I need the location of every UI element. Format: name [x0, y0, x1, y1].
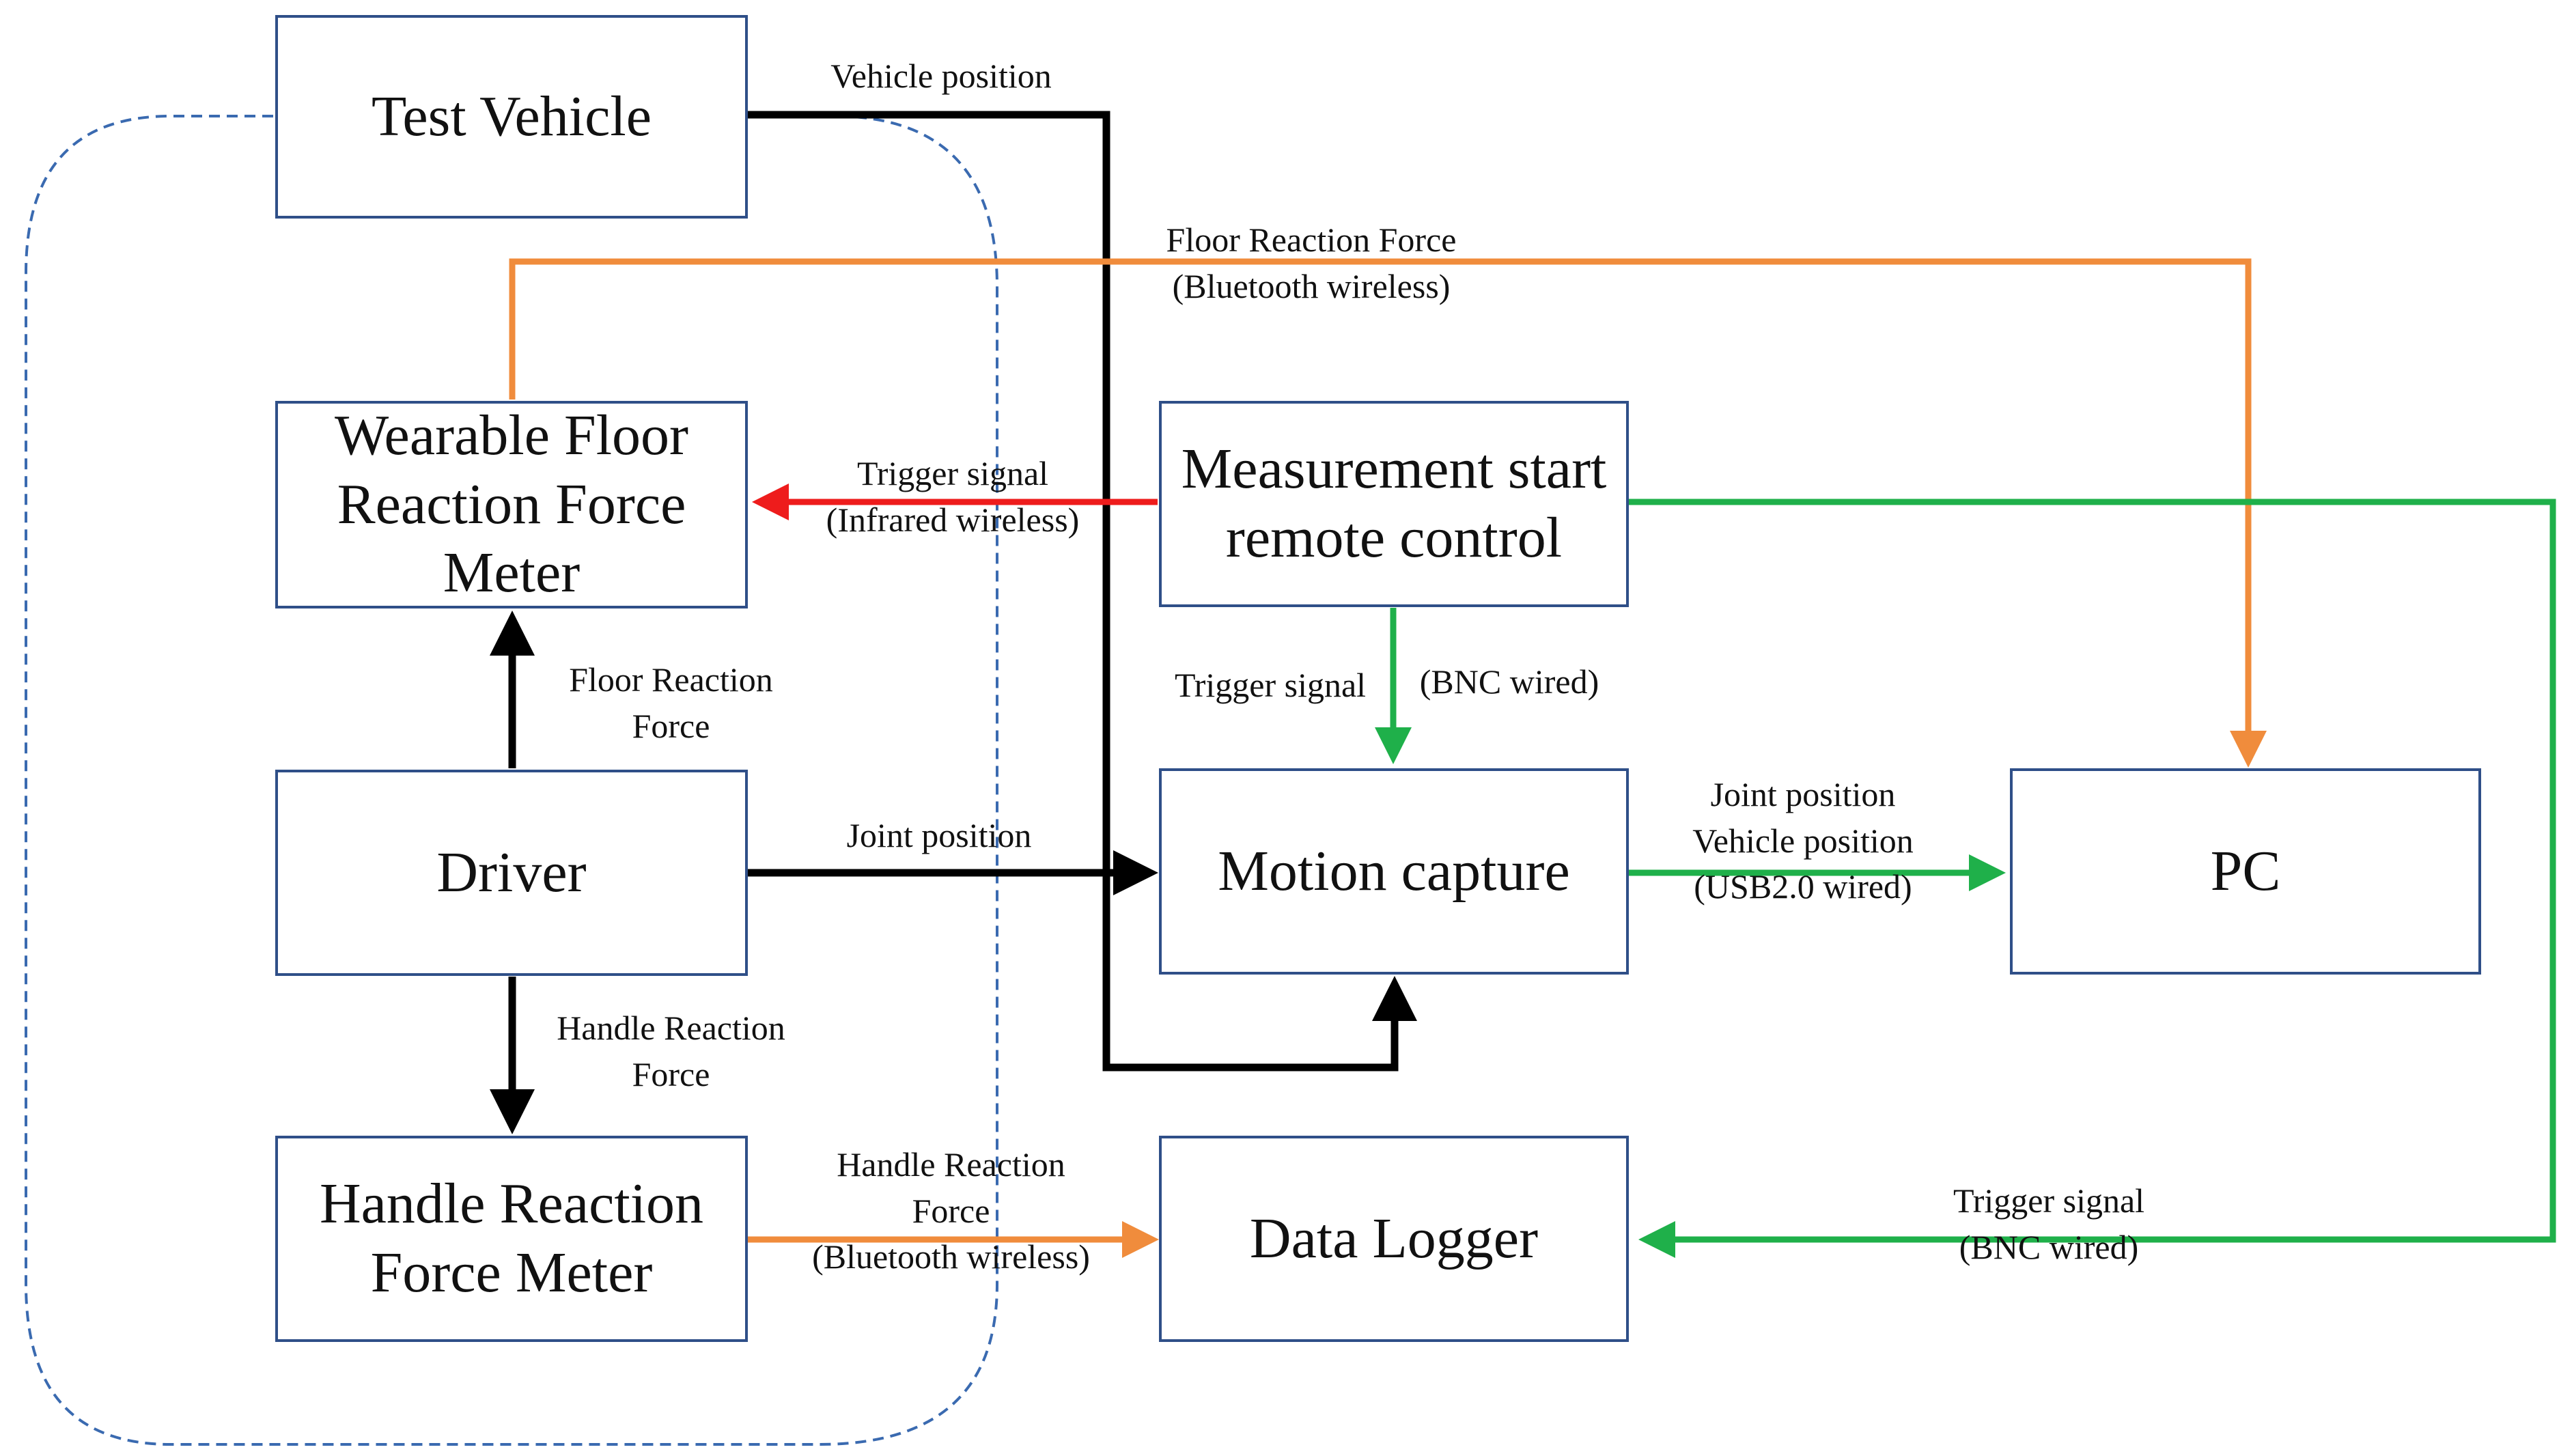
floor-force-up-label: Floor Reaction Force	[569, 660, 773, 745]
trigger-logger-label: Trigger signal (BNC wired)	[1953, 1181, 2145, 1266]
test-vehicle-label: Test Vehicle	[371, 84, 652, 148]
motion-capture-label: Motion capture	[1218, 839, 1570, 903]
handle-force-bluetooth-label: Handle Reaction Force (Bluetooth wireles…	[812, 1145, 1090, 1276]
trigger-infrared-label: Trigger signal (Infrared wireless)	[826, 454, 1080, 539]
pc-label: PC	[2210, 839, 2281, 903]
handle-meter-label: Handle Reaction Force Meter	[319, 1172, 704, 1304]
wearable-meter-box: Wearable Floor Reaction Force Meter	[275, 401, 748, 608]
floor-force-bluetooth-label: Floor Reaction Force (Bluetooth wireless…	[1166, 221, 1457, 305]
remote-control-label: Measurement start remote control	[1181, 437, 1607, 570]
driver-box: Driver	[275, 770, 748, 976]
handle-meter-box: Handle Reaction Force Meter	[275, 1136, 748, 1342]
arrow-trigger-logger	[1629, 499, 2556, 1258]
bnc-wired-right-label: (BNC wired)	[1419, 662, 1599, 701]
handle-force-down-label: Handle Reaction Force	[557, 1009, 785, 1093]
arrow-vehicle-position	[748, 111, 1417, 1072]
mc-to-pc-label: Joint position Vehicle position (USB2.0 …	[1692, 775, 1914, 906]
remote-control-box: Measurement start remote control	[1159, 401, 1629, 607]
data-logger-box: Data Logger	[1159, 1136, 1629, 1342]
pc-box: PC	[2010, 768, 2481, 975]
data-logger-label: Data Logger	[1249, 1206, 1539, 1270]
wearable-meter-label: Wearable Floor Reaction Force Meter	[334, 403, 689, 605]
test-vehicle-box: Test Vehicle	[275, 15, 748, 219]
joint-position-label: Joint position	[846, 816, 1032, 854]
motion-capture-box: Motion capture	[1159, 768, 1629, 975]
driver-label: Driver	[436, 840, 587, 904]
arrow-floor-force-bluetooth	[509, 258, 2267, 768]
trigger-bnc-left-label: Trigger signal	[1174, 666, 1367, 704]
vehicle-position-label: Vehicle position	[830, 57, 1052, 95]
vehicle-boundary-dashed	[25, 115, 998, 1446]
